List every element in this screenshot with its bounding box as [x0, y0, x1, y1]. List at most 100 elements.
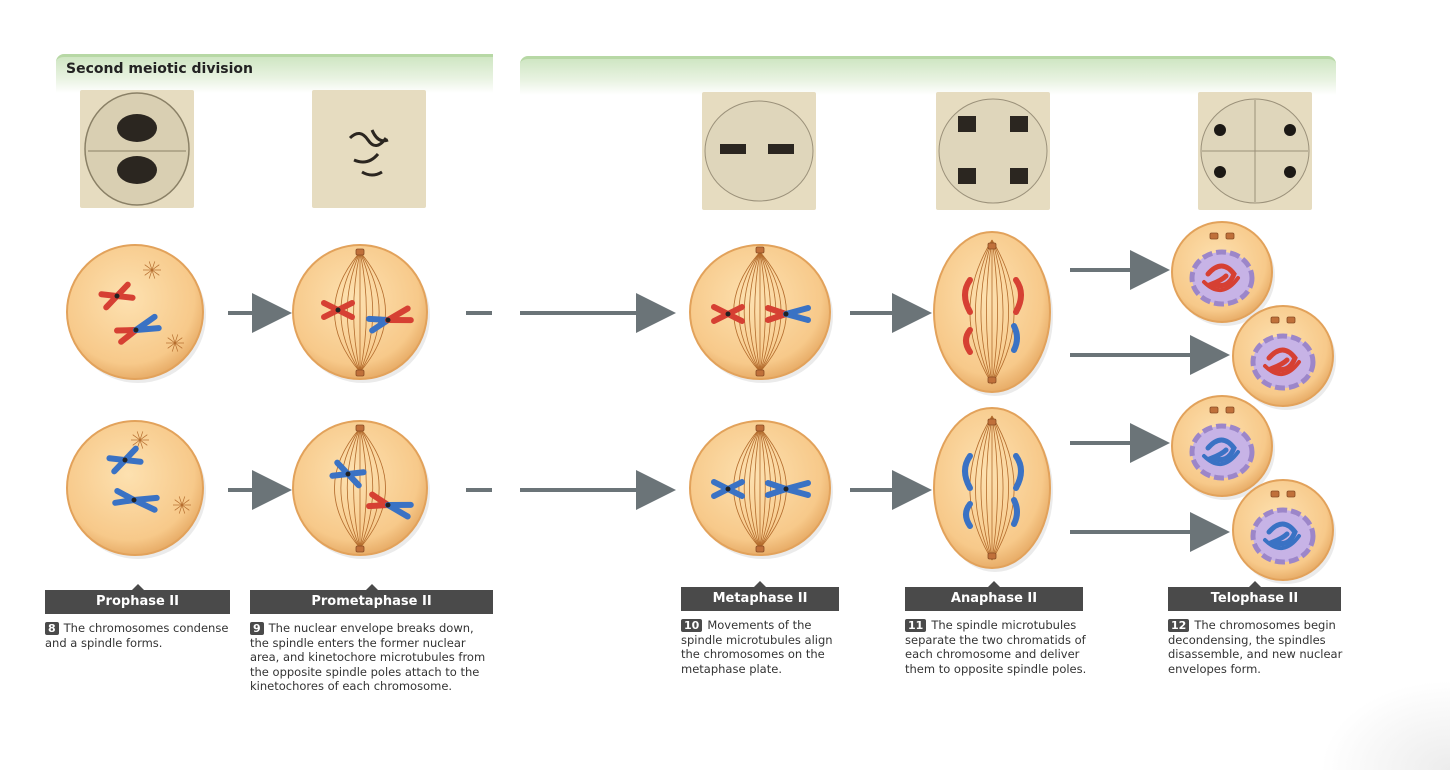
chromosome-blue-red [366, 491, 414, 520]
spindle-pole-icon [987, 242, 997, 250]
chromatid-blue [1011, 497, 1020, 527]
spindle-apparatus [969, 415, 1015, 561]
spindle-fiber [743, 251, 761, 373]
spindle-fiber [991, 239, 1009, 385]
spindle-pole-icon [755, 246, 765, 254]
aster-ray [151, 269, 160, 276]
aster-ray [148, 261, 153, 271]
chromatid [118, 327, 139, 345]
spindle-pole-icon [355, 424, 365, 432]
label-telophase: Telophase II [1168, 581, 1341, 611]
aster-ray [181, 504, 190, 511]
aster-ray [139, 431, 144, 441]
aster-ray [174, 499, 183, 506]
caption-text: The chromosomes begin decondensing, the … [1168, 618, 1343, 676]
aster-ray [174, 342, 183, 349]
spindle-apparatus [969, 239, 1015, 385]
centrosome-icon [1286, 490, 1296, 498]
chromatid-blue [1013, 453, 1024, 491]
spindle-fiber [759, 427, 766, 549]
aster-icon [173, 496, 191, 514]
centromere [725, 486, 731, 492]
spindle-fiber [359, 251, 367, 373]
chromosome-red [711, 304, 745, 324]
aster-ray [132, 434, 141, 441]
chromosome-red-blue [765, 305, 811, 323]
spindle-pole-icon [755, 424, 765, 432]
spindle-fiber [749, 251, 761, 373]
aster-ray [178, 496, 183, 506]
spindle-fiber [991, 415, 998, 561]
division-title: Second meiotic division [66, 61, 253, 77]
centromere [725, 311, 731, 317]
chromosome-blue [329, 459, 367, 489]
aster-ray [139, 439, 144, 449]
chromatid-blue [1011, 323, 1020, 353]
spindle-pole-icon [755, 369, 765, 377]
spindle-pole-icon [355, 248, 365, 256]
spindle-fiber [359, 251, 374, 373]
aster-ray [171, 342, 176, 352]
spindle-fiber [991, 415, 1009, 561]
centromere [783, 486, 789, 492]
spindle-fiber [346, 427, 361, 549]
label-anaphase: Anaphase II [905, 581, 1083, 611]
chromatid [112, 497, 137, 506]
spindle-apparatus [334, 251, 386, 373]
spindle-fiber [991, 415, 1004, 561]
aster-ray [174, 334, 179, 344]
centromere [131, 497, 137, 503]
chromatid [765, 311, 789, 323]
caption-text: The nuclear envelope breaks down, the sp… [250, 621, 486, 693]
aster-ray [174, 504, 183, 511]
spindle-fiber [759, 251, 766, 373]
micrograph-prometaphase [312, 90, 426, 208]
centromere [133, 327, 139, 333]
aster-ray [174, 342, 179, 352]
step-number: 8 [45, 622, 59, 635]
spindle-pole-icon [987, 552, 997, 560]
aster-ray [139, 439, 148, 446]
chromatid [765, 486, 789, 498]
decondensing-chromosome [1266, 347, 1298, 373]
decondensing-chromosome [1263, 360, 1301, 376]
spindle-fiber [759, 427, 771, 549]
chromatid [385, 502, 411, 520]
aster-ray [178, 504, 183, 514]
spindle-pole-icon [355, 369, 365, 377]
chromosome-red-blue [114, 313, 162, 345]
micrograph-metaphase [702, 92, 816, 210]
micrograph-anaphase [936, 92, 1050, 210]
spindle-fiber [991, 239, 998, 385]
chromosome-blue [711, 479, 745, 499]
aster-ray [144, 269, 153, 276]
spindle-fiber [743, 427, 761, 549]
chromatid [131, 497, 158, 513]
spindle-fiber [975, 415, 993, 561]
spindle-fiber [738, 251, 761, 373]
decondensing-chromosome [1202, 450, 1240, 466]
micrograph-telophase [1198, 92, 1312, 210]
chromosome-blue-pair [765, 480, 811, 498]
spindle-fiber [980, 415, 993, 561]
spindle-fiber [353, 251, 361, 373]
centromere [345, 471, 351, 477]
chromatid-red [1013, 277, 1024, 315]
spindle-pole-icon [755, 545, 765, 553]
corner-shade [1320, 680, 1450, 770]
centrosome-icon [1209, 232, 1219, 240]
spindle-fiber [359, 427, 374, 549]
chromosome-red-blue [366, 305, 414, 334]
spindle-fiber [986, 415, 993, 561]
decondensing-chromosome [1266, 521, 1298, 547]
spindle-pole-icon [355, 545, 365, 553]
aster-icon [166, 334, 184, 352]
aster-ray [139, 434, 148, 441]
centromere [122, 457, 128, 463]
aster-ray [167, 342, 176, 349]
